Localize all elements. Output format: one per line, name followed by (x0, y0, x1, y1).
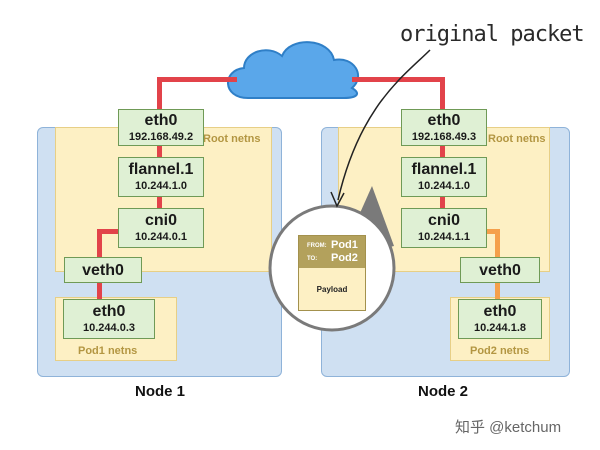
node1-pod-eth0[interactable]: eth0 10.244.0.3 (63, 299, 155, 339)
node2-cni0-name: cni0 (427, 212, 460, 229)
node2-veth0-name: veth0 (479, 262, 521, 279)
node1-flannel-name: flannel.1 (128, 161, 194, 178)
packet-payload: Payload (316, 285, 348, 294)
node2-flannel-ip: 10.244.1.0 (418, 180, 470, 192)
node1-link-eth-flannel (157, 145, 162, 157)
node1-link-flannel-cni (157, 196, 162, 208)
node2-eth0-name: eth0 (427, 112, 461, 129)
node1-pod-netns-label: Pod1 netns (78, 345, 138, 357)
node2-pod-eth0-name: eth0 (483, 303, 517, 320)
packet[interactable]: FROM: Pod1 TO: Pod2 Payload (298, 235, 366, 311)
wan-link-right-v (440, 77, 445, 109)
node1-pod-eth0-name: eth0 (92, 303, 126, 320)
node2-link-eth-flannel (440, 145, 445, 157)
node1-flannel[interactable]: flannel.1 10.244.1.0 (118, 157, 204, 197)
node1-veth0[interactable]: veth0 (64, 257, 142, 283)
node1-link-cni-veth-v (97, 229, 102, 258)
node1-veth0-name: veth0 (82, 262, 124, 279)
node1-eth0-name: eth0 (144, 112, 178, 129)
node1-cni0[interactable]: cni0 10.244.0.1 (118, 208, 204, 248)
wan-link-left-v (157, 77, 162, 109)
packet-header: FROM: Pod1 TO: Pod2 (299, 236, 365, 268)
wan-link-right-h (352, 77, 442, 82)
node2-eth0-ip: 192.168.49.3 (411, 131, 477, 143)
node2-cni0-ip: 10.244.1.1 (418, 231, 470, 243)
node2-link-flannel-cni (440, 196, 445, 208)
node2-eth0[interactable]: eth0 192.168.49.3 (401, 109, 487, 146)
node1-pod-eth0-ip: 10.244.0.3 (83, 322, 135, 334)
watermark: 知乎 @ketchum (455, 419, 562, 436)
packet-to-label: TO: (307, 256, 318, 262)
node2-pod-netns-label: Pod2 netns (470, 345, 530, 357)
wan-link-left-h (159, 77, 237, 82)
node2-link-cni-veth-h (482, 229, 500, 234)
packet-to-value: Pod2 (331, 252, 358, 264)
node2-title: Node 2 (417, 383, 468, 400)
packet-from-label: FROM: (307, 243, 327, 249)
node2-pod-eth0[interactable]: eth0 10.244.1.8 (458, 299, 542, 339)
packet-from-value: Pod1 (331, 239, 358, 251)
node2-pod-eth0-ip: 10.244.1.8 (474, 322, 526, 334)
node1-flannel-ip: 10.244.1.0 (135, 180, 187, 192)
node1-title: Node 1 (134, 383, 185, 400)
node1-root-netns-label: Root netns (203, 133, 261, 145)
node1-eth0-ip: 192.168.49.2 (128, 131, 194, 143)
node2-link-cni-veth-v (495, 229, 500, 258)
node2-root-netns-label: Root netns (488, 133, 546, 145)
annotation-text: original packet (400, 22, 585, 47)
node2-flannel[interactable]: flannel.1 10.244.1.0 (401, 157, 487, 197)
node2-flannel-name: flannel.1 (411, 161, 477, 178)
node2-cni0[interactable]: cni0 10.244.1.1 (401, 208, 487, 248)
node1-link-veth-pod (97, 282, 102, 300)
node1-eth0[interactable]: eth0 192.168.49.2 (118, 109, 204, 146)
node2-link-veth-pod (495, 282, 500, 300)
node2-veth0[interactable]: veth0 (460, 257, 540, 283)
node1-cni0-name: cni0 (144, 212, 177, 229)
node1-link-cni-veth-h (97, 229, 119, 234)
node1-cni0-ip: 10.244.0.1 (135, 231, 187, 243)
